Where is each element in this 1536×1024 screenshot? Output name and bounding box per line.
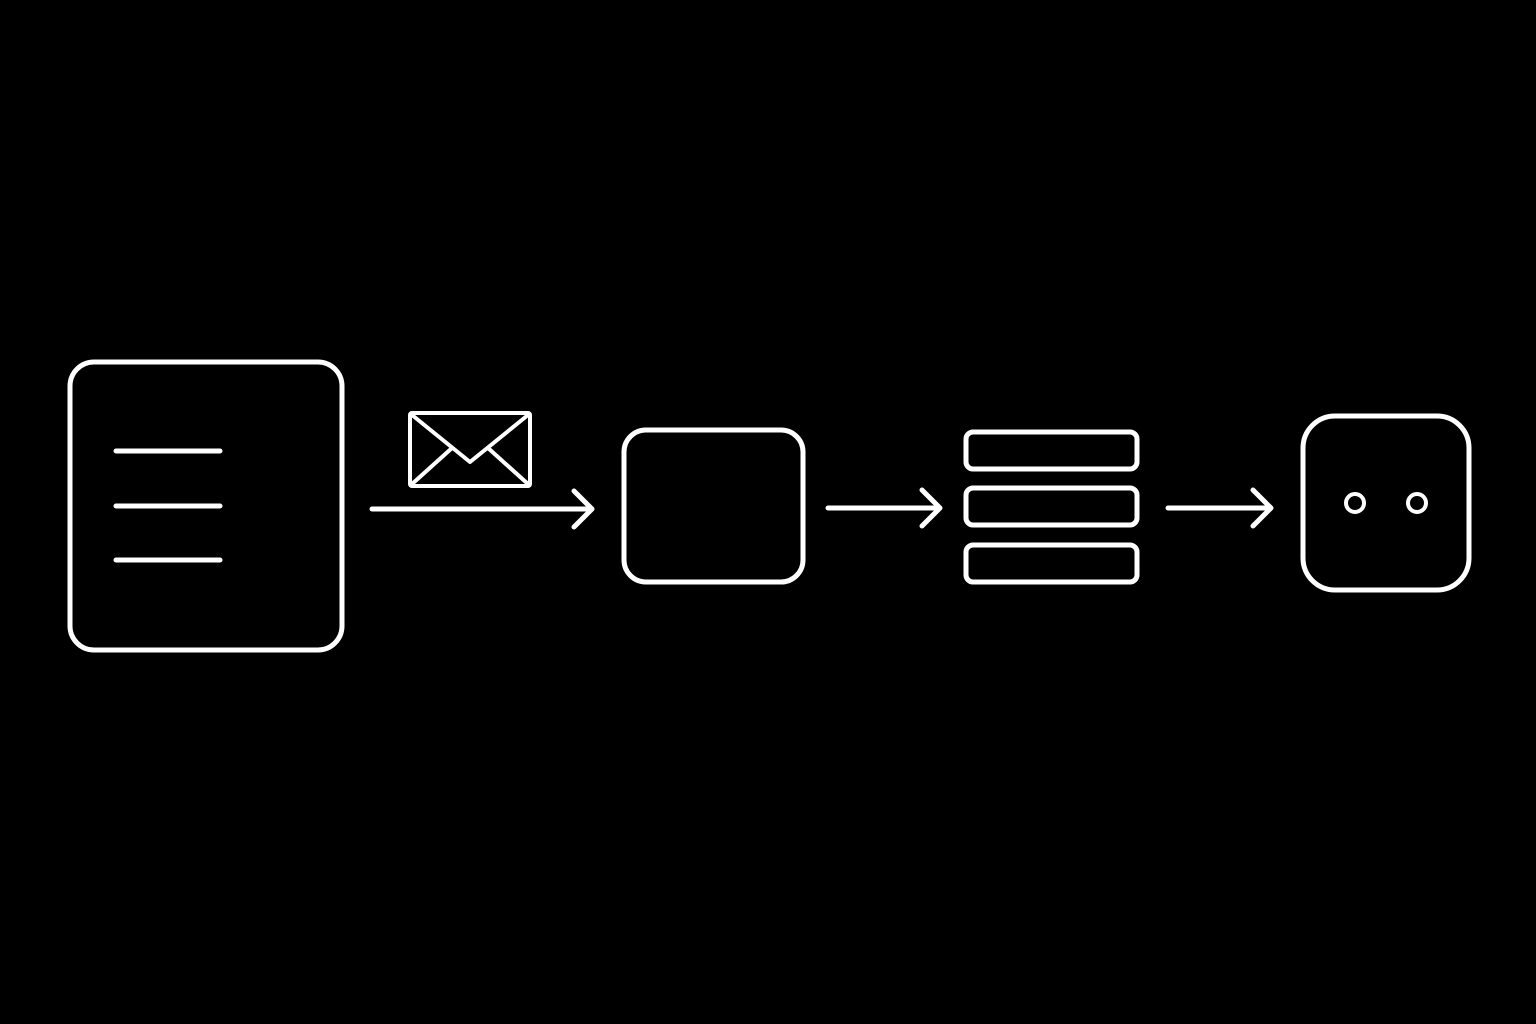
stack-icon [963,429,1140,585]
robot-face-icon [1300,413,1472,593]
envelope-flap [410,413,530,464]
robot-eye-left [1344,492,1366,514]
card-icon [621,427,806,585]
robot-face-frame [1300,413,1472,593]
stack-bar [963,429,1140,472]
arrow-document-to-card [369,488,595,530]
envelope-icon [408,411,532,488]
stack-bar [963,485,1140,528]
arrow-head [919,487,943,529]
robot-eye-right [1406,492,1428,514]
envelope-body [408,411,532,488]
document-icon [67,359,345,653]
envelope-fold-left [410,446,454,486]
arrow-stack-to-robot [1165,487,1274,529]
card-frame [621,427,806,585]
arrow-head [571,488,595,530]
stack-bar [963,542,1140,585]
arrow-head [1250,487,1274,529]
arrow-card-to-stack [825,487,943,529]
envelope-fold-right [486,446,530,486]
document-frame [67,359,345,653]
